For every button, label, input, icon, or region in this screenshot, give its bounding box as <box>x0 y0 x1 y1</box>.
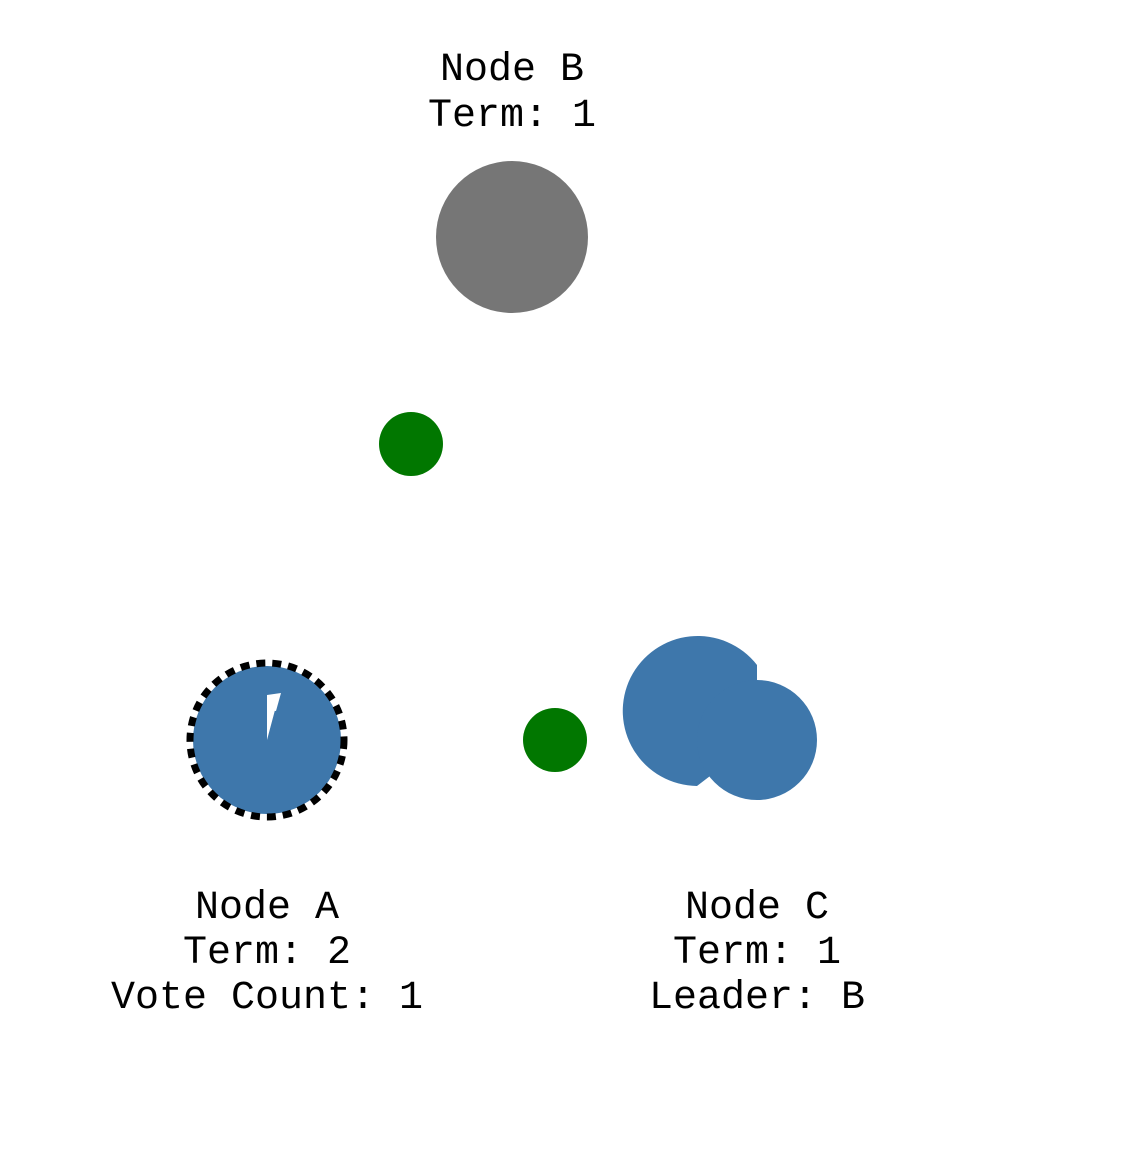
node-a-vote-count: Vote Count: 1 <box>111 976 423 1021</box>
node-a-timer-gap-inner <box>267 693 281 711</box>
node-c-name: Node C <box>685 886 829 931</box>
message-a-to-b <box>379 412 443 476</box>
node-a[interactable]: Node A Term: 2 Vote Count: 1 <box>111 659 423 1021</box>
node-b-term: Term: 1 <box>428 94 596 139</box>
node-c-leader: Leader: B <box>649 976 865 1021</box>
node-b-circle[interactable] <box>436 161 588 313</box>
node-c-term: Term: 1 <box>673 931 841 976</box>
node-a-term: Term: 2 <box>183 931 351 976</box>
node-a-name: Node A <box>195 886 339 931</box>
node-b-name: Node B <box>440 48 584 93</box>
message-a-to-c <box>523 708 587 772</box>
node-a-candidate-ring <box>186 659 348 821</box>
node-c-circle[interactable] <box>697 680 817 800</box>
node-b[interactable]: Node B Term: 1 <box>428 48 596 313</box>
node-c[interactable]: Node C Term: 1 Leader: B <box>622 636 865 1021</box>
